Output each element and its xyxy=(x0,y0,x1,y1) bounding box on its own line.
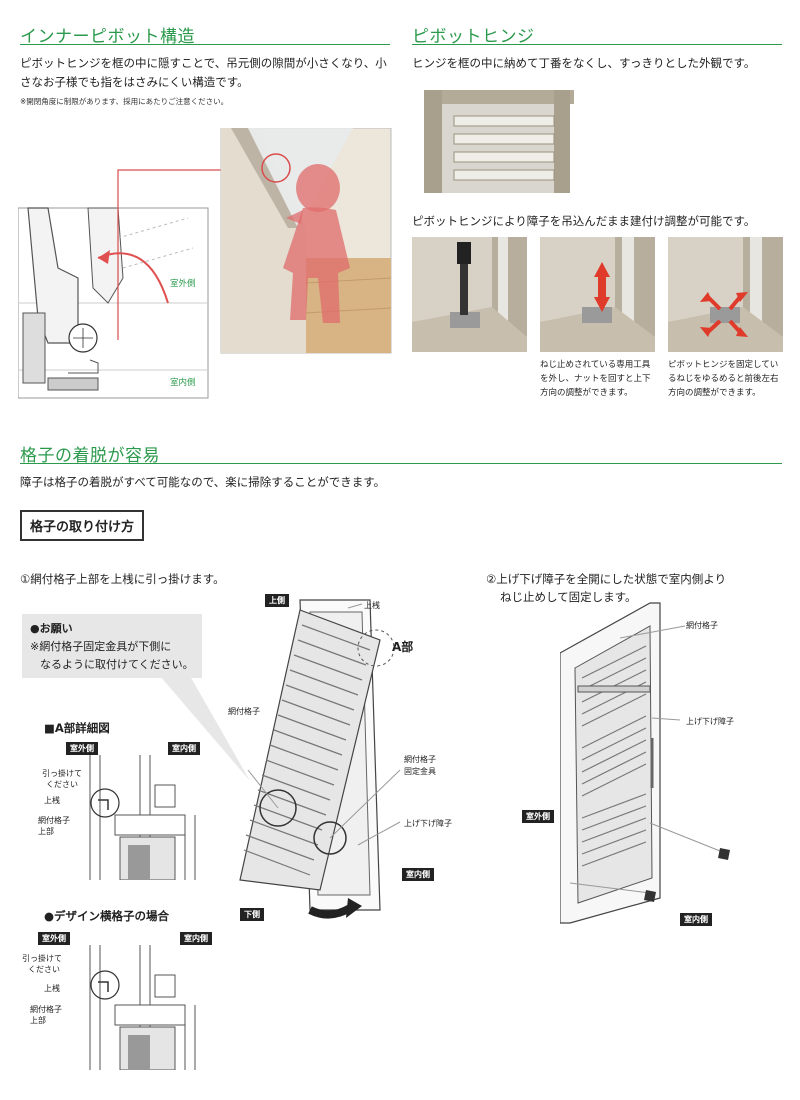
section3-body: 障子は格子の着脱がすべて可能なので、楽に掃除することができます。 xyxy=(20,475,386,489)
section1-rule xyxy=(20,44,390,45)
detail-a-mesh-top-label-2: 上部 xyxy=(38,827,54,836)
adjust-photo-vertical-svg xyxy=(540,237,655,352)
design-hook-label-2: ください xyxy=(28,965,60,974)
request-title: ●お願い xyxy=(30,622,73,635)
detail-a-title: ■A部詳細図 xyxy=(44,721,110,735)
design-indoor-tag: 室内側 xyxy=(180,932,212,945)
how-to-attach-heading: 格子の取り付け方 xyxy=(20,510,145,541)
detail-a-indoor-tag: 室内側 xyxy=(168,742,200,755)
pivot-hinge-photo-svg xyxy=(424,88,574,193)
design-upper-rail-label: 上桟 xyxy=(44,984,60,993)
inner-pivot-diagram xyxy=(17,127,392,400)
section1-note: ※開閉角度に制限があります、採用にあたりご注意ください。 xyxy=(20,97,229,106)
design-lattice-drawing xyxy=(89,945,196,1070)
top-side-tag: 上側 xyxy=(265,594,289,607)
design-outdoor-tag: 室外側 xyxy=(38,932,70,945)
detail-a-drawing xyxy=(89,755,196,880)
request-line1: ※網付格子固定金具が下側に xyxy=(30,640,172,653)
design-lattice-title: ●デザイン横格子の場合 xyxy=(44,909,170,923)
outdoor-side-label: 室外側 xyxy=(170,279,196,289)
section1-title: インナーピボット構造 xyxy=(20,27,195,47)
adjust-photo-tool xyxy=(412,237,527,352)
step2-indoor-tag: 室内側 xyxy=(680,913,712,926)
request-box: ●お願い ※網付格子固定金具が下側に なるように取付けてください。 xyxy=(22,614,202,678)
design-mesh-top-label-2: 上部 xyxy=(30,1016,46,1025)
fixing-label-2: 固定金具 xyxy=(404,767,436,776)
design-hook-label-1: 引っ掛けて xyxy=(22,954,62,963)
adjust-photo-vertical xyxy=(540,237,655,352)
adjust-text: ピボットヒンジにより障子を吊込んだまま建付け調整が可能です。 xyxy=(412,214,756,228)
section2-rule xyxy=(412,44,782,45)
detail-a-upper-rail-label: 上桟 xyxy=(44,796,60,805)
detail-a-outdoor-tag: 室外側 xyxy=(66,742,98,755)
detail-a-hook-label-1: 引っ掛けて xyxy=(42,769,82,778)
step1-mesh-lattice-label: 網付格子 xyxy=(228,707,260,716)
step1-text: ①網付格子上部を上桟に引っ掛けます。 xyxy=(20,572,225,586)
adjust-photo-horizontal-svg xyxy=(668,237,783,352)
inner-pivot-diagram-svg xyxy=(17,127,392,399)
step1-upper-rail-label: 上桟 xyxy=(364,601,380,610)
section1-body: ピボットヒンジを框の中に隠すことで、吊元側の隙間が小さくなり、小さなお子様でも指… xyxy=(20,56,387,89)
bottom-side-tag: 下側 xyxy=(240,908,264,921)
caption-horizontal-adjust: ピボットヒンジを固定しているねじをゆるめると前後左右方向の調整ができます。 xyxy=(668,360,779,398)
section2-body: ヒンジを框の中に納めて丁番をなくし、すっきりとした外観です。 xyxy=(412,56,756,70)
step2-mesh-lattice-label: 網付格子 xyxy=(686,621,718,630)
detail-a-mesh-top-label-1: 網付格子 xyxy=(38,816,70,825)
step2-text-line1: ②上げ下げ障子を全開にした状態で室内側より xyxy=(486,572,727,586)
indoor-side-label: 室内側 xyxy=(170,378,196,388)
step2-outdoor-tag: 室外側 xyxy=(522,810,554,823)
pivot-hinge-photo xyxy=(424,88,574,193)
step1-sash-label: 上げ下げ障子 xyxy=(404,819,452,828)
detail-a-hook-label-2: ください xyxy=(46,780,78,789)
section3-rule xyxy=(20,463,782,464)
section2-title: ピボットヒンジ xyxy=(412,27,535,47)
design-mesh-top-label-1: 網付格子 xyxy=(30,1005,62,1014)
request-line2: なるように取付けてください。 xyxy=(40,658,194,671)
step2-sash-label: 上げ下げ障子 xyxy=(686,717,734,726)
step2-text-line2: ねじ止めして固定します。 xyxy=(500,590,637,604)
fixing-label-1: 網付格子 xyxy=(404,755,436,764)
request-pointer xyxy=(160,676,250,781)
part-a-label: A部 xyxy=(392,640,414,654)
section3-title: 格子の着脱が容易 xyxy=(20,446,160,466)
adjust-photo-horizontal xyxy=(668,237,783,352)
caption-vertical-adjust: ねじ止めされている専用工具を外し、ナットを回すと上下方向の調整ができます。 xyxy=(540,360,651,398)
step2-drawing xyxy=(560,602,730,924)
step1-indoor-tag: 室内側 xyxy=(402,868,434,881)
step1-drawing xyxy=(239,599,401,919)
adjust-photo-tool-svg xyxy=(412,237,527,352)
